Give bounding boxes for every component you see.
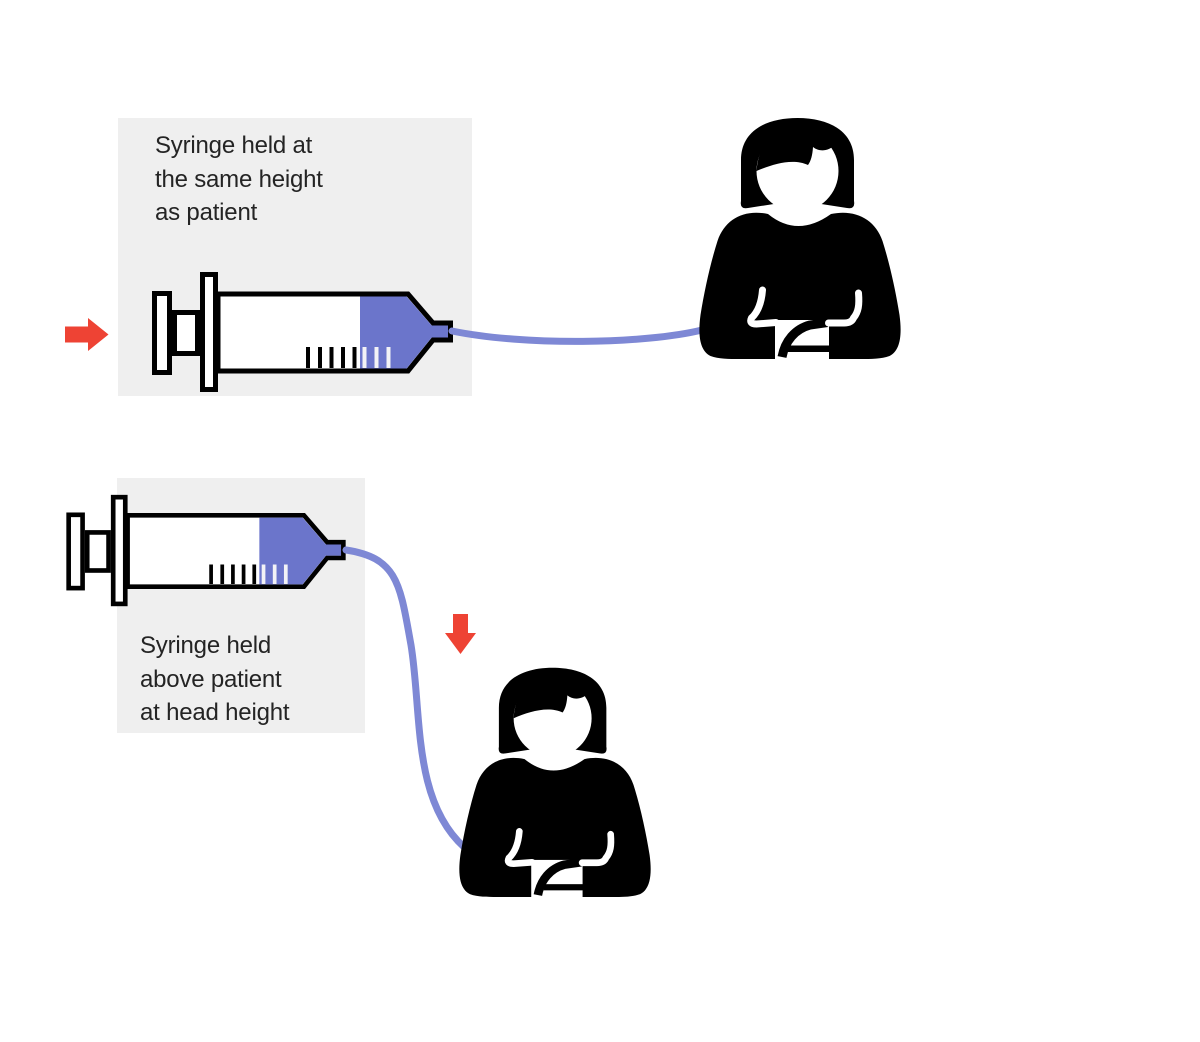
syringe-icon — [150, 270, 455, 395]
patient-icon — [457, 664, 653, 897]
flow-tube — [448, 326, 706, 345]
caption-line: as patient — [155, 199, 258, 226]
patient-icon — [697, 114, 903, 359]
syringe-icon — [64, 493, 348, 609]
caption-line: the same height — [155, 165, 323, 193]
caption-line: Syringe held — [140, 632, 272, 659]
caption-line: Syringe held at — [155, 132, 313, 159]
down-arrow-icon — [445, 614, 476, 654]
right-arrow-icon — [65, 318, 109, 351]
caption-line: at head height — [140, 699, 290, 726]
caption-line: above patient — [140, 665, 282, 693]
caption-same-height: Syringe held at the same height as patie… — [155, 129, 323, 230]
caption-above-head: Syringe held above patient at head heigh… — [140, 629, 290, 730]
